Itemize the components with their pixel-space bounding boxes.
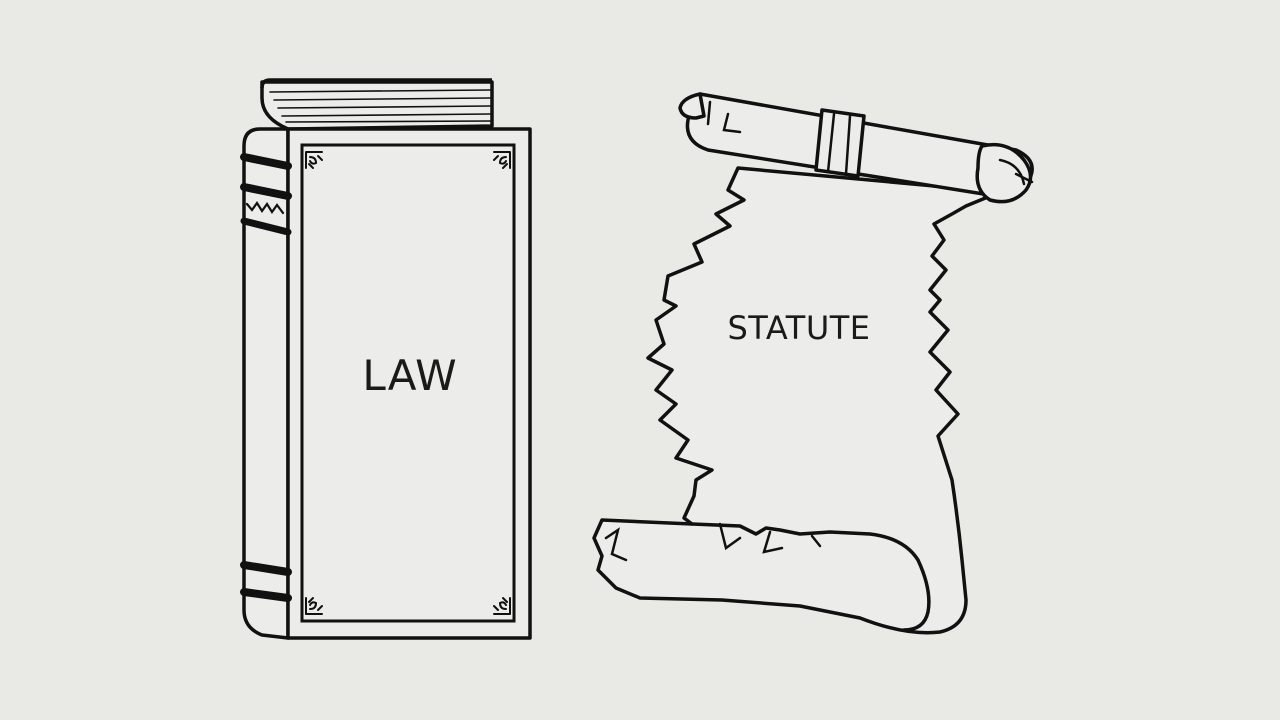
scroll-title-label: STATUTE: [727, 309, 871, 347]
book-corner-ornaments: [305, 151, 511, 615]
book-spine: [242, 127, 290, 640]
scroll-roll-band: [814, 108, 866, 178]
book-cover-frame: [300, 143, 516, 623]
law-book-icon: [242, 80, 532, 640]
book-front-cover: [286, 127, 532, 640]
statute-scroll-icon: [592, 92, 1034, 635]
scroll-roll-end: [975, 142, 1033, 204]
book-spine-bands: [240, 153, 292, 602]
book-page-edges: [260, 80, 494, 131]
scroll-bottom-roll: [690, 522, 931, 632]
book-top-edge: [260, 78, 492, 89]
scroll-left-knob: [678, 92, 706, 120]
scroll-details: [604, 100, 1034, 562]
book-title-label: LAW: [362, 351, 458, 400]
book-page-lines: [269, 89, 491, 123]
scroll-parchment: [592, 166, 1002, 635]
